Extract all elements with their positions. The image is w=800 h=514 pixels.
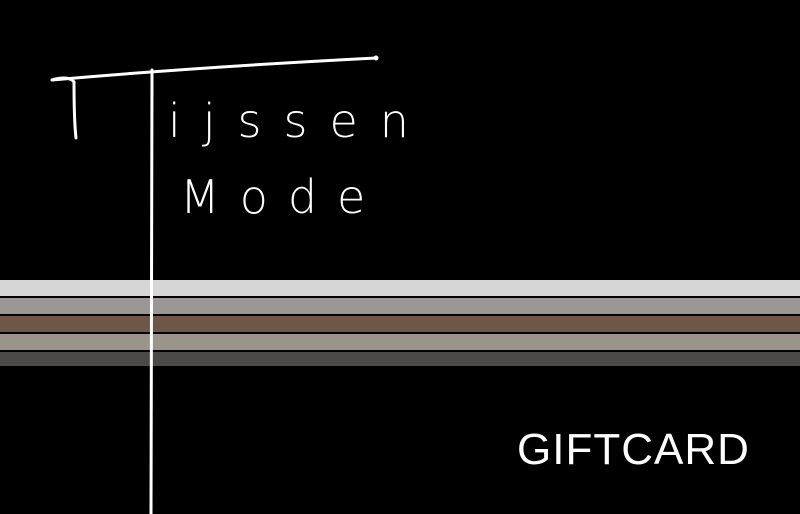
stripe-light-gray (0, 280, 800, 298)
stripe-taupe (0, 334, 800, 352)
brand-name-rest: ijssen (168, 94, 431, 148)
giftcard-label: GIFTCARD (517, 425, 750, 474)
stripe-brown (0, 316, 800, 334)
color-stripes (0, 280, 800, 366)
brand-name-line-1: ijssen (168, 98, 431, 144)
stripe-dark-gray (0, 352, 800, 366)
brand-name-line-2: Mode (180, 170, 386, 224)
stripe-gray (0, 298, 800, 316)
